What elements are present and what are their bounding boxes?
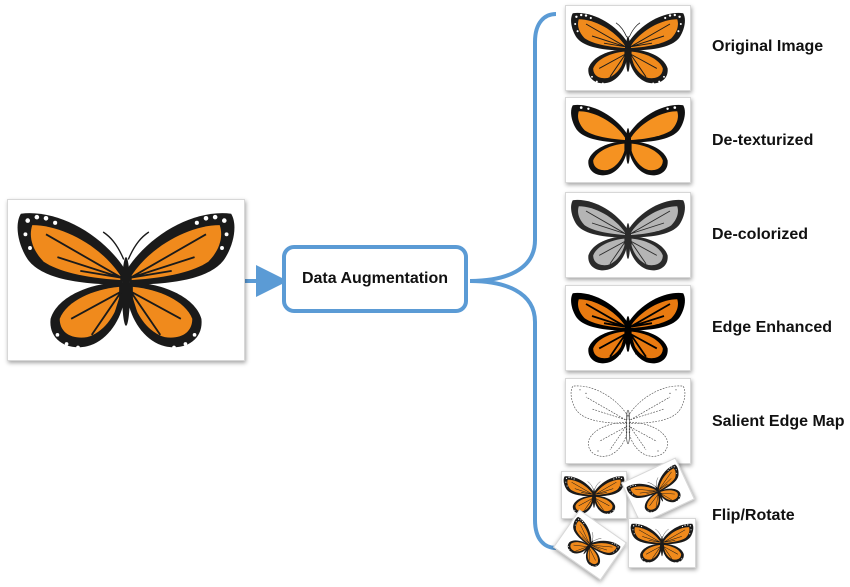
salient-edge-map-thumbnail [565, 378, 691, 464]
butterfly-original-icon [570, 12, 686, 85]
butterfly-icon [16, 212, 236, 351]
flip-rotate-thumbnail-1 [561, 471, 627, 519]
de-texturized-label: De-texturized [712, 132, 814, 149]
salient-edge-map-label: Salient Edge Map [712, 413, 845, 430]
butterfly-edge-enhanced-icon [570, 292, 686, 365]
flip-rotate-label: Flip/Rotate [712, 507, 795, 524]
butterfly-edge-map-icon [570, 385, 686, 457]
de-colorized-label: De-colorized [712, 226, 809, 243]
de-colorized-thumbnail [565, 192, 691, 278]
branch-brace [469, 12, 557, 550]
edge-enhanced-thumbnail [565, 285, 691, 371]
butterfly-flip-icon [563, 476, 625, 515]
data-augmentation-label: Data Augmentation [301, 270, 449, 287]
data-augmentation-box: Data Augmentation [282, 245, 468, 313]
edge-enhanced-label: Edge Enhanced [712, 319, 833, 336]
original-image-label: Original Image [712, 38, 824, 55]
butterfly-detexturized-icon [571, 104, 685, 176]
flip-rotate-thumbnail-4 [628, 518, 696, 568]
de-texturized-thumbnail [565, 97, 691, 183]
butterfly-decolorized-icon [570, 199, 686, 271]
input-butterfly-image [7, 199, 245, 361]
butterfly-flip-icon [630, 523, 694, 564]
original-image-thumbnail [565, 5, 691, 91]
